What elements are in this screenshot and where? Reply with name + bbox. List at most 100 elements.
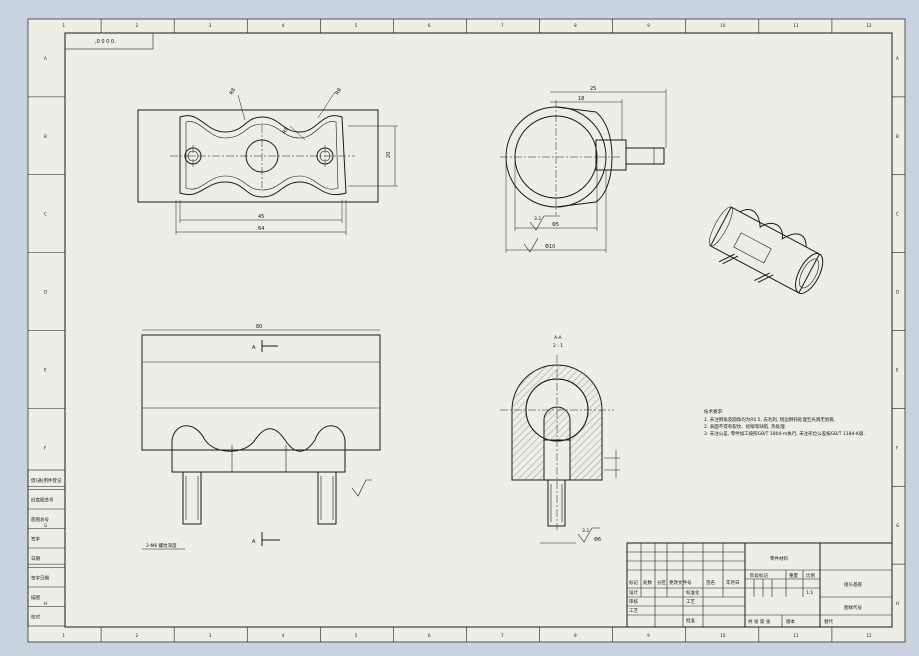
zone-letter-right: A: [896, 56, 899, 61]
zone-letter-right: D: [896, 290, 899, 295]
tb-col2-standard: 标准化: [686, 589, 700, 596]
tb-header-1: 处数: [643, 579, 652, 586]
left-label: 日期: [31, 556, 40, 562]
tb-header-2: 分区: [657, 579, 666, 586]
dim-length: 80: [256, 324, 262, 330]
left-label: 签字: [31, 535, 40, 542]
left-label: 描图: [31, 594, 40, 601]
zone-number-top: 8: [574, 23, 577, 28]
title-block-frame: [626, 542, 893, 628]
zone-grid: [28, 19, 905, 642]
zone-letter-left: E: [44, 367, 47, 372]
roughness-symbol: [529, 215, 560, 231]
dim-dia-outer: Φ10: [545, 244, 555, 250]
thread-note: 2-M6 螺纹深度: [146, 542, 177, 549]
section-scale: 2 : 1: [553, 343, 563, 349]
inner-frame: [64, 32, 893, 628]
section-title: A-A: [554, 335, 563, 341]
zone-number-top: 11: [793, 23, 799, 28]
paper: [27, 18, 906, 643]
zone-number-top: 10: [720, 23, 726, 28]
iso-flange: [733, 232, 772, 264]
zone-letter-right: B: [896, 134, 899, 139]
zone-letter-right: H: [896, 601, 899, 606]
roughness-front: [351, 479, 372, 497]
zone-number-bottom: 3: [209, 633, 212, 638]
title-block: 标记 处数 分区 更改文件号 签名 年月日 设计 审核 工艺 标准化 工艺 批准…: [626, 542, 893, 628]
side-stud: [625, 147, 665, 165]
zone-number-bottom: 12: [866, 633, 872, 638]
section-dia: Φ6: [594, 537, 601, 543]
tb-col2-approve: 批准: [686, 617, 695, 624]
iso-end-bore: [799, 258, 820, 289]
tb-scale: 比例: [806, 572, 815, 579]
left-label: 签字日期: [31, 574, 49, 581]
zone-number-top: 2: [136, 23, 139, 28]
side-view: 25 18 Φ5 Φ10 3.2: [500, 86, 667, 253]
zone-letter-right: E: [896, 367, 899, 372]
iso-stud-2b: [757, 274, 774, 283]
zone-letter-left: A: [44, 56, 47, 61]
top-view-inner-profile: [185, 121, 339, 191]
dim-width-outer: 64: [258, 226, 264, 232]
zone-number-top: 1: [63, 23, 66, 28]
leader: [289, 125, 306, 141]
section-roughness-symbol: [577, 527, 600, 543]
section-label-bottom: A: [252, 539, 256, 545]
zone-number-top: 9: [647, 23, 650, 28]
zone-letter-left: D: [44, 290, 47, 295]
tb-drawing-no: 图样代号: [844, 604, 862, 611]
note-radius-2: R8: [335, 87, 344, 96]
zone-letter-right: G: [896, 523, 899, 528]
left-label: 借(通)用件登记: [31, 477, 62, 484]
front-stud-left: [182, 471, 202, 525]
zone-number-top: 6: [428, 23, 431, 28]
zone-letter-left: B: [44, 134, 47, 139]
tech-notes-title: 技术要求:: [704, 408, 724, 415]
zone-letter-left: H: [44, 601, 47, 606]
zone-number-bottom: 1: [63, 633, 66, 638]
dim-height: 20: [386, 152, 392, 158]
tb-header-0: 标记: [629, 579, 638, 586]
tech-note-3: 3. 未注公差, 零件加工按照GB/T 1804-m执行, 未注形位公差按GB/…: [704, 430, 865, 437]
tb-header-3: 更改文件号: [669, 579, 692, 586]
zone-letter-left: F: [44, 445, 47, 450]
tb-sheets: 共 张 第 张: [748, 618, 771, 625]
tb-col2-process: 工艺: [686, 599, 695, 605]
tech-note-2: 2. 表面不得有裂纹、砂眼等缺陷, 热处理.: [704, 423, 786, 430]
zone-number-top: 7: [501, 23, 504, 28]
iso-body: [709, 206, 821, 294]
zone-letter-right: F: [896, 445, 899, 450]
zone-number-bottom: 10: [720, 633, 726, 638]
note-radius-3: R8: [282, 126, 291, 135]
technical-notes: 技术要求: 1. 未注倒角及圆角均为R0.5, 去毛刺, 锐边倒钝处理至光滑无划…: [704, 408, 865, 437]
iso-stud-2: [754, 272, 771, 282]
tb-replace: 替代: [824, 618, 833, 625]
tb-header-5: 年月日: [726, 579, 740, 586]
tb-stage: 阶段标记: [750, 572, 768, 579]
note-radius-1: R8: [229, 87, 238, 96]
tb-row-design: 设计: [629, 589, 638, 596]
section-stud: [547, 479, 566, 527]
corner-label: ,0 0 0 0.: [95, 39, 116, 45]
front-outline: [141, 334, 381, 451]
tb-weight: 重量: [789, 572, 798, 579]
section-label-top: A: [252, 345, 256, 351]
zone-number-bottom: 2: [136, 633, 139, 638]
zone-letter-left: C: [44, 212, 47, 217]
leader: [317, 91, 336, 119]
dim-width-inner: 45: [258, 214, 264, 220]
iso-saddle: [739, 209, 807, 248]
tb-scale-value: 1:1: [806, 590, 813, 596]
corner-label-box: [64, 32, 154, 50]
tb-material: 零件材料: [770, 555, 788, 562]
left-label: 校对: [31, 613, 40, 620]
zone-number-bottom: 11: [793, 633, 799, 638]
zone-number-bottom: 7: [501, 633, 504, 638]
tech-note-1: 1. 未注倒角及圆角均为R0.5, 去毛刺, 锐边倒钝处理至光滑无划痕.: [704, 416, 835, 423]
top-view-profile: [179, 115, 347, 198]
front-stud-right: [317, 471, 337, 525]
section-view: A-A 2 : 1 Φ6 3.2: [500, 335, 620, 544]
